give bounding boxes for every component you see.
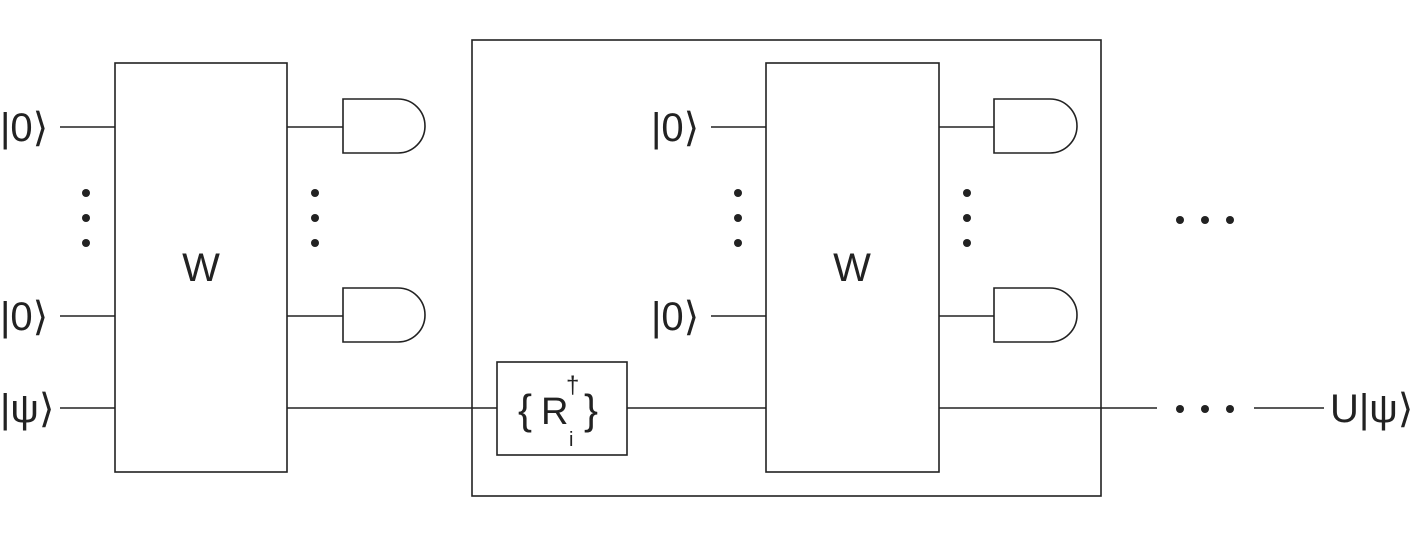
- ket-zero-3: |0⟩: [651, 106, 699, 150]
- ket-zero-1: |0⟩: [0, 106, 48, 150]
- ellipsis-dot: [311, 239, 319, 247]
- correction-subscript: i: [569, 429, 573, 451]
- ellipsis-dot: [1201, 405, 1209, 413]
- ellipsis-dot: [82, 239, 90, 247]
- ket-zero-4: |0⟩: [651, 295, 699, 339]
- correction-superscript: †: [566, 372, 579, 399]
- w-gate-1: [114, 62, 288, 473]
- output-state: U|ψ⟩: [1330, 387, 1413, 431]
- ellipsis-dot: [734, 239, 742, 247]
- w-gate-1-label: W: [182, 246, 220, 290]
- w-gate-2: [765, 62, 940, 473]
- ellipsis-dot: [734, 214, 742, 222]
- ellipsis-dot: [963, 189, 971, 197]
- ket-psi: |ψ⟩: [0, 387, 55, 431]
- correction-gate: [496, 361, 628, 456]
- ket-zero-2: |0⟩: [0, 295, 48, 339]
- w-gate-2-label: W: [833, 246, 871, 290]
- detector-icon: [993, 98, 1078, 154]
- ellipsis-dot: [1201, 216, 1209, 224]
- ellipsis-dot: [311, 189, 319, 197]
- ellipsis-dot: [1176, 405, 1184, 413]
- ellipsis-dot: [1226, 216, 1234, 224]
- correction-brace-open: {: [518, 386, 532, 433]
- ellipsis-dot: [1176, 216, 1184, 224]
- ellipsis-dot: [963, 214, 971, 222]
- ellipsis-dot: [311, 214, 319, 222]
- repeat-stage-frame: [471, 39, 1102, 497]
- correction-symbol: R: [541, 391, 568, 433]
- correction-brace-close: }: [584, 386, 598, 433]
- ellipsis-dot: [734, 189, 742, 197]
- ellipsis-dot: [1226, 405, 1234, 413]
- ellipsis-dot: [82, 189, 90, 197]
- ellipsis-dot: [82, 214, 90, 222]
- detector-icon: [342, 287, 426, 343]
- detector-icon: [342, 98, 426, 154]
- detector-icon: [993, 287, 1078, 343]
- ellipsis-dot: [963, 239, 971, 247]
